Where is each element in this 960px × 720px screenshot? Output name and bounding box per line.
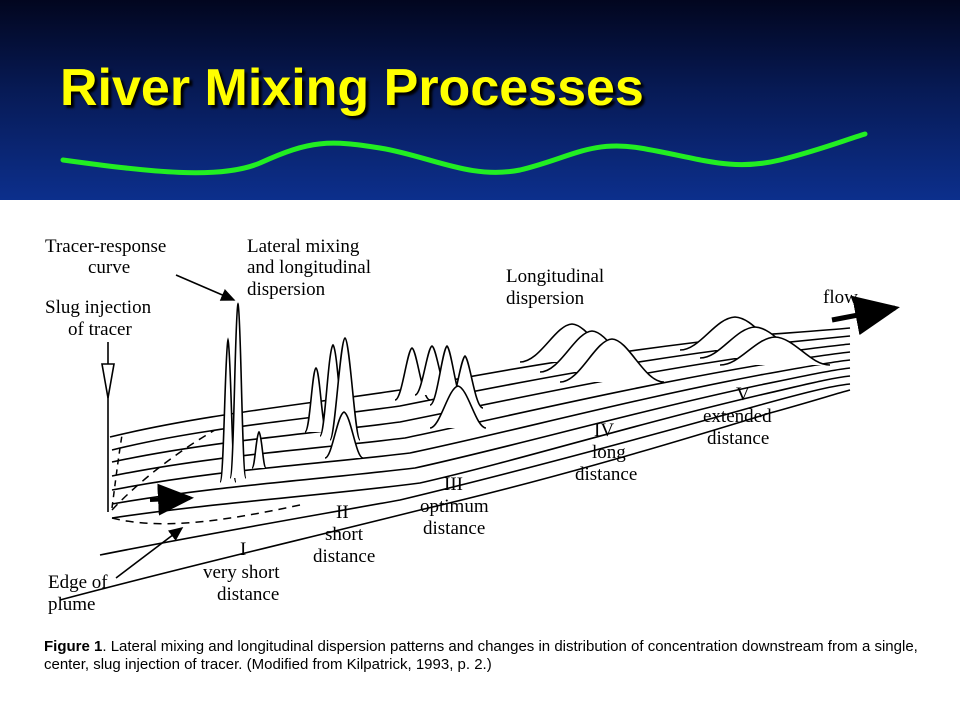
- zone-2-number: II: [336, 502, 349, 523]
- label-edge-of-plume: Edge of: [48, 572, 108, 593]
- zone-4-number: IV: [594, 420, 614, 441]
- zone-1-label: very short: [203, 562, 280, 583]
- zone-5-label-2: distance: [707, 428, 769, 449]
- label-tracer-curve: curve: [88, 257, 130, 278]
- label-longitudinal: Longitudinal: [506, 266, 604, 287]
- zone-2-label: short: [325, 524, 364, 545]
- label-slug-injection-2: of tracer: [68, 319, 132, 340]
- zone-3-label-2: distance: [423, 518, 485, 539]
- label-tracer-response: Tracer-response: [45, 236, 166, 257]
- stream-lines: [59, 327, 851, 601]
- zone-4-label-2: distance: [575, 464, 637, 485]
- plume-edge-lines: [111, 429, 301, 525]
- label-slug-injection: Slug injection: [45, 297, 152, 318]
- zone-4-label: long: [592, 442, 626, 463]
- flow-arrow-icon: [831, 295, 900, 336]
- figure-caption-label: Figure 1: [44, 638, 103, 655]
- zone-1-label-2: distance: [217, 584, 279, 605]
- injection-arrow-icon: [101, 363, 115, 399]
- label-edge-of-plume-2: plume: [48, 594, 96, 615]
- concentration-peaks: [219, 302, 831, 483]
- figure-caption-text: . Lateral mixing and longitudinal disper…: [44, 638, 918, 673]
- figure-labels: Tracer-response curve Lateral mixing and…: [45, 236, 858, 615]
- zone-3-number: III: [444, 474, 463, 495]
- label-lateral-mixing-3: dispersion: [247, 279, 326, 300]
- title-banner: [0, 0, 960, 200]
- river-mixing-diagram: Tracer-response curve Lateral mixing and…: [45, 236, 900, 615]
- zone-1-number: I: [240, 539, 246, 560]
- label-longitudinal-2: dispersion: [506, 288, 585, 309]
- title-underline-wave: [60, 131, 868, 176]
- label-lateral-mixing-2: and longitudinal: [247, 257, 371, 278]
- figure-caption: Figure 1. Lateral mixing and longitudina…: [44, 638, 934, 674]
- slide-title: River Mixing Processes: [60, 59, 644, 117]
- label-lateral-mixing: Lateral mixing: [247, 236, 360, 257]
- label-flow: flow: [823, 287, 858, 308]
- lateral-flow-arrow-icon: [149, 483, 194, 516]
- zone-5-label: extended: [703, 406, 772, 427]
- zone-5-number: V: [736, 384, 750, 405]
- zone-2-label-2: distance: [313, 546, 375, 567]
- zone-3-label: optimum: [420, 496, 489, 517]
- annotation-arrows: [101, 274, 900, 579]
